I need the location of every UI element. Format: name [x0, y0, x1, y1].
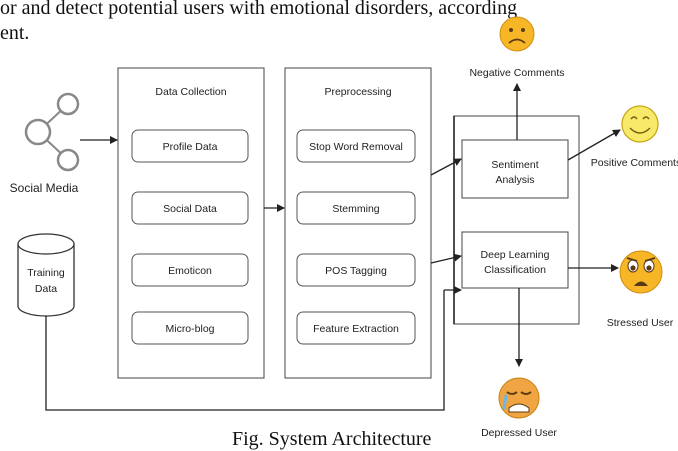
negative-comments-label: Negative Comments [469, 67, 564, 79]
social-media-share-icon [24, 92, 80, 172]
sad-face-icon [499, 16, 535, 52]
top-text-line-1: or and detect potential users with emoti… [0, 0, 518, 19]
profile-data-box [131, 129, 249, 163]
stemming-label: Stemming [332, 203, 379, 215]
micro-blog-box [131, 311, 249, 345]
depressed-user-label: Depressed User [481, 427, 557, 439]
deep-learning-label-line-1: Deep Learning [481, 249, 550, 261]
arrow-preprocessing-to-sentiment [430, 158, 462, 176]
sentiment-analysis-label-line-1: Sentiment [491, 159, 538, 171]
profile-data-label: Profile Data [163, 141, 218, 153]
micro-blog-label: Micro-blog [165, 323, 214, 335]
feature-extraction-label: Feature Extraction [313, 323, 399, 335]
emoticon-box [131, 253, 249, 287]
social-media-label: Social Media [10, 181, 79, 195]
social-data-box [131, 191, 249, 225]
sentiment-analysis-box [461, 139, 569, 199]
positive-comments-label: Positive Comments [591, 157, 678, 169]
crying-face-icon [498, 377, 540, 419]
smiling-face-icon [621, 105, 659, 143]
sentiment-analysis-label-line-2: Analysis [495, 174, 534, 186]
stop-word-removal-box [296, 129, 416, 163]
deep-learning-box [461, 231, 569, 289]
stemming-box [296, 191, 416, 225]
arrow-preprocessing-to-deep-learning [430, 253, 462, 264]
training-feedback-line [45, 290, 445, 411]
emoticon-label: Emoticon [168, 265, 212, 277]
pos-tagging-box [296, 253, 416, 287]
figure-caption: Fig. System Architecture [232, 428, 432, 450]
pos-tagging-label: POS Tagging [325, 265, 387, 277]
worried-face-icon [619, 250, 663, 294]
arrow-to-positive [567, 129, 621, 161]
training-data-database-icon [17, 233, 75, 317]
top-text-line-2: ent. [0, 22, 30, 44]
training-data-label-line-2: Data [35, 283, 57, 295]
feature-extraction-box [296, 311, 416, 345]
stressed-user-label: Stressed User [607, 317, 674, 329]
deep-learning-label-line-2: Classification [484, 264, 546, 276]
stop-word-removal-label: Stop Word Removal [309, 141, 403, 153]
training-data-label-line-1: Training [27, 267, 65, 279]
data-collection-title: Data Collection [155, 86, 226, 98]
social-data-label: Social Data [163, 203, 217, 215]
preprocessing-title: Preprocessing [324, 86, 391, 98]
